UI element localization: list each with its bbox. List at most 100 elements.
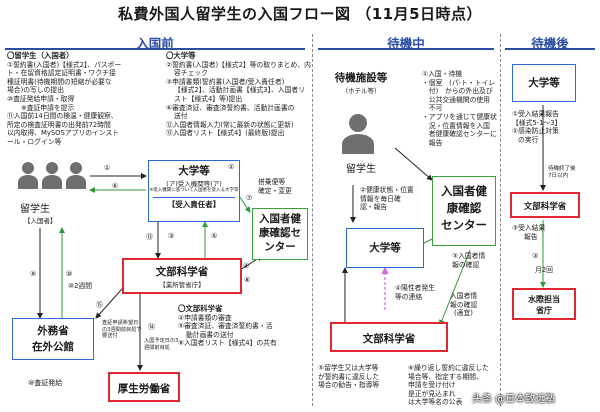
note-line: 週間前目処 <box>144 344 170 351</box>
section-header-waiting: 待機中 <box>387 36 425 51</box>
person-icon <box>18 175 38 189</box>
divider-line <box>312 34 313 406</box>
step-number: ⑦ <box>246 194 253 202</box>
facility-sub: （ホテル等） <box>341 87 381 95</box>
step-number: ② <box>228 163 235 171</box>
after-notes-result: ③受入結果 報告 <box>512 224 545 241</box>
step-number: ① <box>104 164 111 172</box>
student-label: 留学生 <box>20 204 50 215</box>
note-line: 【様式5-1～3】 <box>512 118 562 127</box>
arrow-facility-to-health <box>394 147 433 181</box>
note-line: ⑧入国者リスト【様式4】の共有 <box>178 339 277 348</box>
embassy-line: 在外公館 <box>32 341 74 353</box>
note-line: 要送付 <box>102 333 118 339</box>
person-icon <box>342 134 374 154</box>
note-line: は大学等名の公表 <box>408 398 463 407</box>
note-line: ⑪入国前14日間の検温・健康観察、 <box>7 112 118 121</box>
step-number: ⑤ <box>211 232 218 240</box>
step-number: ⑧ <box>244 276 251 284</box>
embassy-line: 外務省 <box>37 325 69 337</box>
waiting-notes-low: ④陽性者発生 等の連絡 <box>395 284 435 301</box>
note-line: ②誓約書(入国者)【様式2】等の取りまとめ、内 <box>166 60 311 69</box>
note-line: 者健康確認センターに <box>422 130 497 139</box>
note-line: 公共交通機関の使用 <box>422 95 490 104</box>
health-center-box: 入国者健 康確認セ ンター <box>252 208 308 260</box>
flight-note: 搭乗便等 確定・変更 <box>258 178 292 195</box>
health-center-box: 入国者健 康確認 センター <box>432 176 496 246</box>
note-line: 報告 <box>524 232 538 241</box>
embassy-box: 外務省 在外公館 <box>12 318 94 360</box>
person-icon <box>66 175 86 189</box>
note-line: 7日以内 <box>548 173 568 179</box>
arrow-health-to-mext <box>439 249 471 326</box>
note-line: ト・在留資格認定証明書・ワクチ接 <box>7 69 116 78</box>
note-line: 認・報告 <box>360 203 388 212</box>
note-line: ①入国・待機 <box>422 70 463 78</box>
note-line: 搭乗便等 <box>258 178 286 186</box>
mizugiwa-box: 水際担当 省庁 <box>512 288 576 320</box>
note-line: ⑤審査済証、審査済誓約書・活 <box>178 322 273 331</box>
mext-box-sub: 【業所管省庁】 <box>159 281 205 289</box>
after-notes-frequency: 月2回 <box>535 266 553 274</box>
note-line: 等の連絡 <box>395 292 423 301</box>
mext-box-title: 文部科学省 <box>155 266 209 278</box>
step-number: ⑨ <box>30 270 37 278</box>
step-number: ⑮ <box>96 301 103 309</box>
waiting-notes-right: ③入国者情 報の確認 <box>452 252 485 269</box>
note-line: 申請を受け付け <box>408 381 456 390</box>
notes-heading: 〇留学生（入国者） <box>7 51 74 60</box>
mizugiwa-line: 水際担当 <box>528 295 560 304</box>
note-line: 場合の勧告・指導等 <box>318 381 380 390</box>
mizugiwa-line: 省庁 <box>536 306 552 315</box>
step-number: ⑭ <box>148 323 155 331</box>
section-underline <box>5 48 305 50</box>
note-line: 付) からの外出及び <box>422 87 493 96</box>
step-number: ③ <box>532 252 539 260</box>
person-icon <box>70 162 82 174</box>
step-number: ⑩ <box>66 270 73 278</box>
health-center-line: ンター <box>264 241 296 253</box>
student-notes: 〇留学生（入国者） ①誓約書(入国者)【様式2】、パスポー ト・在留資格認定証明… <box>7 51 121 147</box>
note-line: 入国者情 <box>450 292 478 300</box>
student-sub-label: 【入国者】 <box>24 217 57 225</box>
note-line: 況・位置情報を入国 <box>422 121 490 130</box>
notes-heading: 〇文部科学省 <box>178 304 223 313</box>
note-line: ④申請書類の審査 <box>178 313 232 322</box>
note-line: 報告 <box>422 138 443 147</box>
note-line: ⑤留学生又は大学等 <box>318 364 379 372</box>
mhlw-box: 厚生労働省 <box>108 372 180 402</box>
section-underline <box>505 48 595 50</box>
person-icon <box>22 162 34 174</box>
section-header-after: 待機後 <box>531 36 569 51</box>
health-center-line: センター <box>441 218 487 232</box>
notes-heading: 〇大学等 <box>166 51 196 60</box>
note-line: 以内取得、MySOSアプリのインスト <box>7 129 120 138</box>
waiting-notes-mid: ②健康状態・位置 情報を毎日確 認・報告 <box>360 186 414 212</box>
step-number: ③ <box>168 232 175 240</box>
note-line: ④陽性者発生 <box>395 284 436 292</box>
section-header-before: 入国前 <box>136 36 174 51</box>
waiting-notes-report: 入国者情 報の確認 (適宜) <box>450 292 477 318</box>
mhlw-timing-note: 入国予定日の3 週間前目処 <box>144 338 178 351</box>
visa-period-note: ⑩2週間 <box>68 282 93 290</box>
note-line: ・個室 (パ-ト・トイレ <box>422 78 496 87</box>
note-line: 入国予定日の3 <box>144 338 179 344</box>
note-line: ⑬入国者リスト【様式4】(最終版)提出 <box>166 129 285 138</box>
note-line: (適宜) <box>454 309 473 318</box>
mext-box: 文部科学省 <box>330 322 448 352</box>
health-center-line: 康確認 <box>446 201 482 215</box>
note-line: ⑥繰り返し誓約に違反した <box>408 364 489 372</box>
after-notes-report: ①受入結果報告 【様式5-1～3】 ②感染防止対策 の実行 <box>512 110 561 144</box>
person-icon <box>349 114 367 132</box>
waiting-notes-bottom-right: ⑥繰り返し誓約に違反した 場合等、指定する期間、 申請を受け付け 是正が見込まれ… <box>408 364 489 407</box>
univ-box-note: ※受入機関に基づいて入国者を受入る大学等 <box>149 188 239 193</box>
watermark: 头条 @日本致远塾 <box>472 394 556 405</box>
waiting-notes-bottom-left: ⑤留学生又は大学等 が誓約書に違反した 場合の勧告・指導等 <box>318 364 379 390</box>
note-line: 所定の検査証明書の出発前72時間 <box>7 120 111 129</box>
step-number: ⑬ <box>146 233 153 241</box>
note-line: 動計画書の送付 <box>186 330 234 339</box>
note-line: 是正が見込まれ <box>408 389 456 398</box>
student-figures <box>18 160 88 204</box>
note-line: ※査証申請を提示 <box>21 103 75 112</box>
